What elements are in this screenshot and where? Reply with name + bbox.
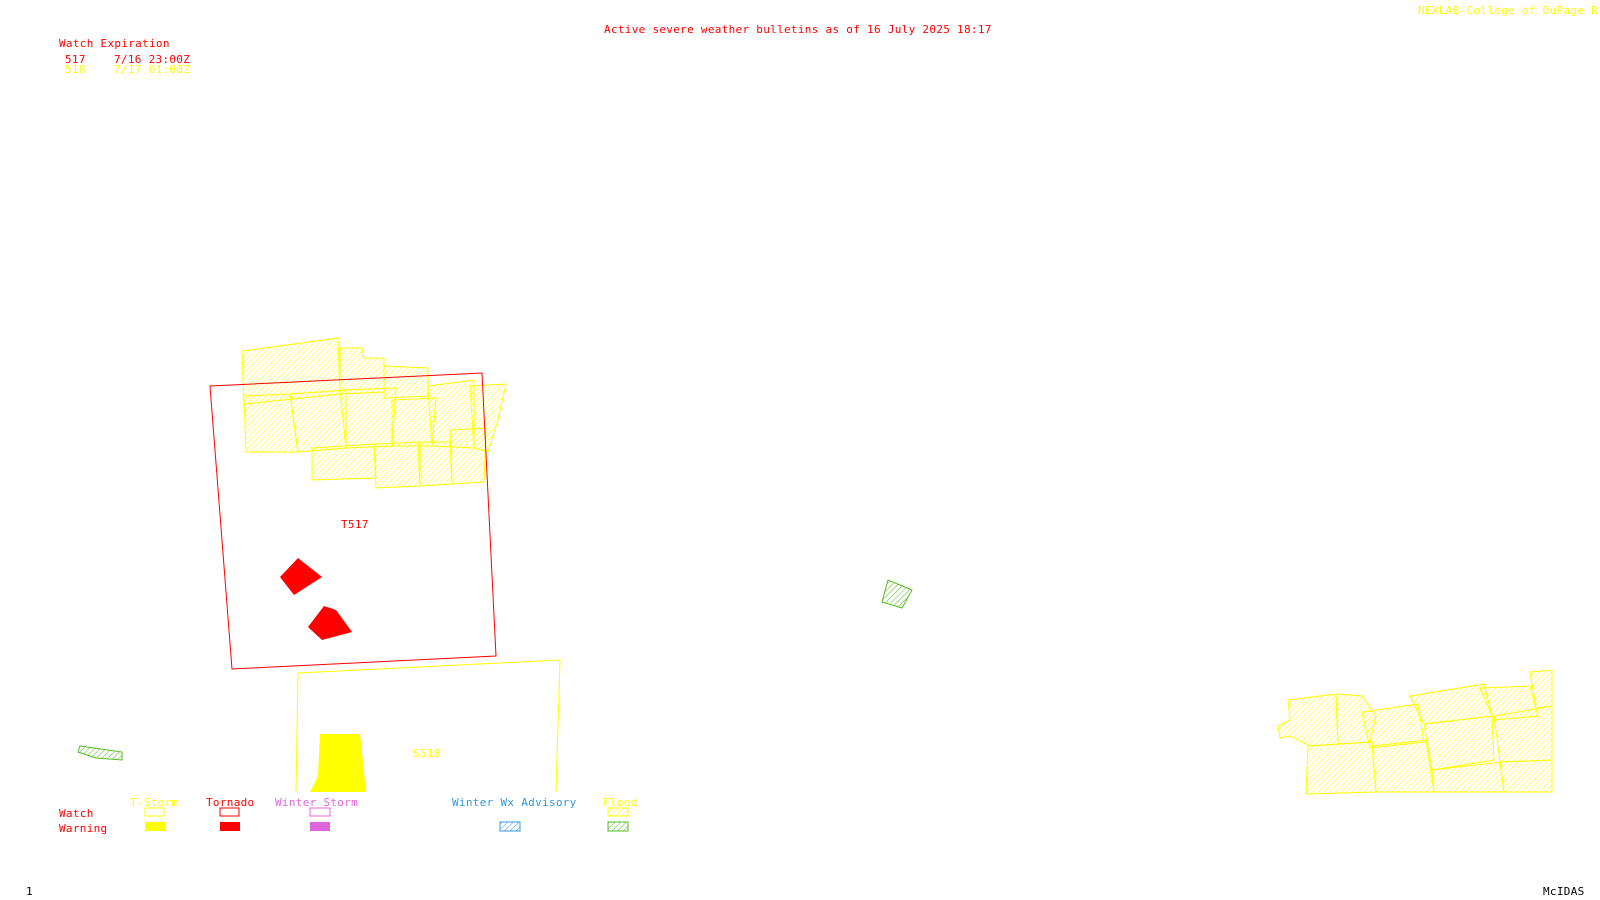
legend-tornado-label: Tornado [206, 796, 255, 809]
watch-expiration-id-518: 518 [65, 63, 86, 76]
legend-tornado-watch-swatch [219, 807, 240, 817]
legend-tstorm-label: T-Storm [130, 796, 179, 809]
credit-text: NEXLAB-College of DuPage R [1418, 5, 1598, 17]
legend-row-warning: Warning [59, 822, 108, 835]
legend-flood-warning-swatch [607, 821, 629, 832]
tornado-warning-2[interactable] [308, 606, 352, 640]
credit-r-icon: R [1591, 4, 1599, 17]
page-title: Active severe weather bulletins as of 16… [604, 23, 992, 36]
legend-winter-warning-swatch [310, 822, 330, 831]
frame-number: 1 [26, 885, 33, 898]
tstorm-warning[interactable] [310, 734, 366, 792]
flood-warning-west[interactable] [77, 745, 123, 761]
legend-tornado-warning-swatch [220, 822, 240, 831]
credit-label: NEXLAB-College of DuPage [1418, 4, 1585, 17]
legend-winter-wx-label: Winter Wx Advisory [452, 796, 577, 809]
legend-winterwx-warning-swatch [499, 821, 521, 832]
legend-winter-watch-swatch [309, 807, 331, 817]
legend-row-watch: Watch [59, 807, 94, 820]
legend-tstorm-warning-swatch [145, 822, 165, 831]
tornado-watch-label: T517 [341, 518, 369, 531]
software-label: McIDAS [1543, 885, 1585, 898]
watch-expiration-heading: Watch Expiration [59, 37, 170, 50]
legend-swatches [144, 807, 629, 832]
legend-tstorm-watch-swatch [144, 807, 165, 817]
watch-expiration-time-517: 7/16 23:00Z [114, 53, 191, 66]
tornado-warning-1[interactable] [280, 558, 322, 595]
tornado-watch-517[interactable] [209, 372, 497, 670]
tstorm-watch-label: S518 [413, 747, 441, 760]
tstorm-watch-518[interactable] [295, 659, 561, 793]
watch-expiration-id-517: 517 [65, 53, 86, 66]
legend-winter-storm-label: Winter Storm [275, 796, 359, 809]
flood-warning-central[interactable] [881, 579, 913, 609]
legend-flood-watch-swatch [607, 807, 629, 817]
watch-expiration-time-518: 7/17 01:00Z [114, 63, 191, 76]
flood-area-east [1277, 669, 1553, 795]
flood-area-north [241, 337, 507, 489]
legend-flood-label: Flood [603, 796, 638, 809]
